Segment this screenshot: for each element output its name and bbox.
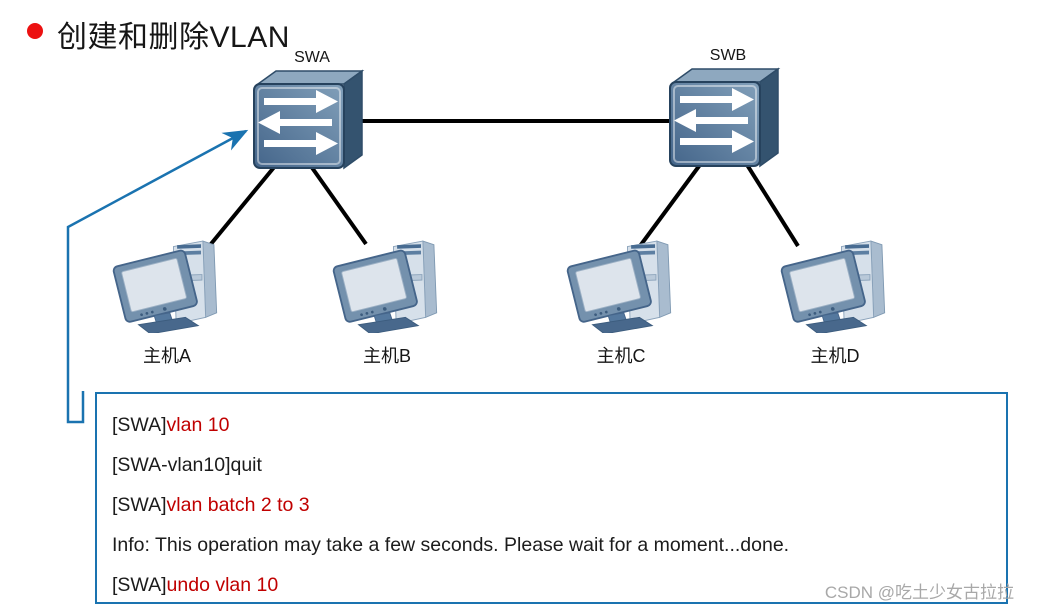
switch-icon bbox=[666, 66, 790, 172]
cli-line: [SWA-vlan10]quit bbox=[112, 445, 1006, 485]
host-label: 主机D bbox=[810, 346, 860, 366]
pc-icon bbox=[108, 230, 226, 333]
switch-icon bbox=[250, 68, 374, 174]
csdn-watermark: CSDN @吃土少女古拉拉 bbox=[824, 583, 1014, 602]
host-node-b: 主机B bbox=[328, 230, 446, 368]
host-label: 主机A bbox=[142, 346, 191, 366]
link-swb-hostc bbox=[638, 156, 707, 248]
cli-prompt: Info: This operation may take a few seco… bbox=[112, 534, 790, 556]
host-label: 主机B bbox=[362, 346, 411, 366]
cli-command: vlan batch 2 to 3 bbox=[166, 494, 310, 516]
switch-label: SWA bbox=[294, 49, 330, 66]
host-node-d: 主机D bbox=[776, 230, 894, 368]
page-title: 创建和删除VLAN bbox=[57, 21, 290, 54]
switch-label: SWB bbox=[709, 47, 747, 64]
callout-leader-arrow bbox=[66, 129, 249, 424]
cli-line: Info: This operation may take a few seco… bbox=[112, 525, 1006, 565]
switch-node-swb: SWB bbox=[666, 46, 790, 177]
cli-command: undo vlan 10 bbox=[166, 574, 279, 596]
cli-prompt: [SWA] bbox=[112, 494, 167, 516]
cli-line: [SWA]vlan batch 2 to 3 bbox=[112, 485, 1006, 525]
cli-line: [SWA]vlan 10 bbox=[112, 405, 1006, 445]
link-swa-hosta bbox=[204, 158, 282, 252]
title-bullet-icon bbox=[27, 23, 43, 39]
cli-line: [SWA]undo vlan 10 bbox=[112, 565, 1006, 605]
pc-icon bbox=[328, 230, 446, 333]
pc-icon bbox=[776, 230, 894, 333]
link-swa-hostb bbox=[306, 160, 368, 246]
cli-command: vlan 10 bbox=[166, 414, 230, 436]
cli-command-box: [SWA]vlan 10 [SWA-vlan10]quit [SWA]vlan … bbox=[95, 392, 1008, 604]
host-node-a: 主机A bbox=[108, 230, 226, 368]
host-node-c: 主机C bbox=[562, 230, 680, 368]
pc-icon bbox=[562, 230, 680, 333]
cli-prompt: [SWA-vlan10]quit bbox=[112, 454, 262, 476]
cli-prompt: [SWA] bbox=[112, 574, 167, 596]
cli-prompt: [SWA] bbox=[112, 414, 167, 436]
link-swb-hostd bbox=[742, 158, 800, 248]
switch-node-swa: SWA bbox=[250, 48, 374, 179]
host-label: 主机C bbox=[596, 346, 646, 366]
